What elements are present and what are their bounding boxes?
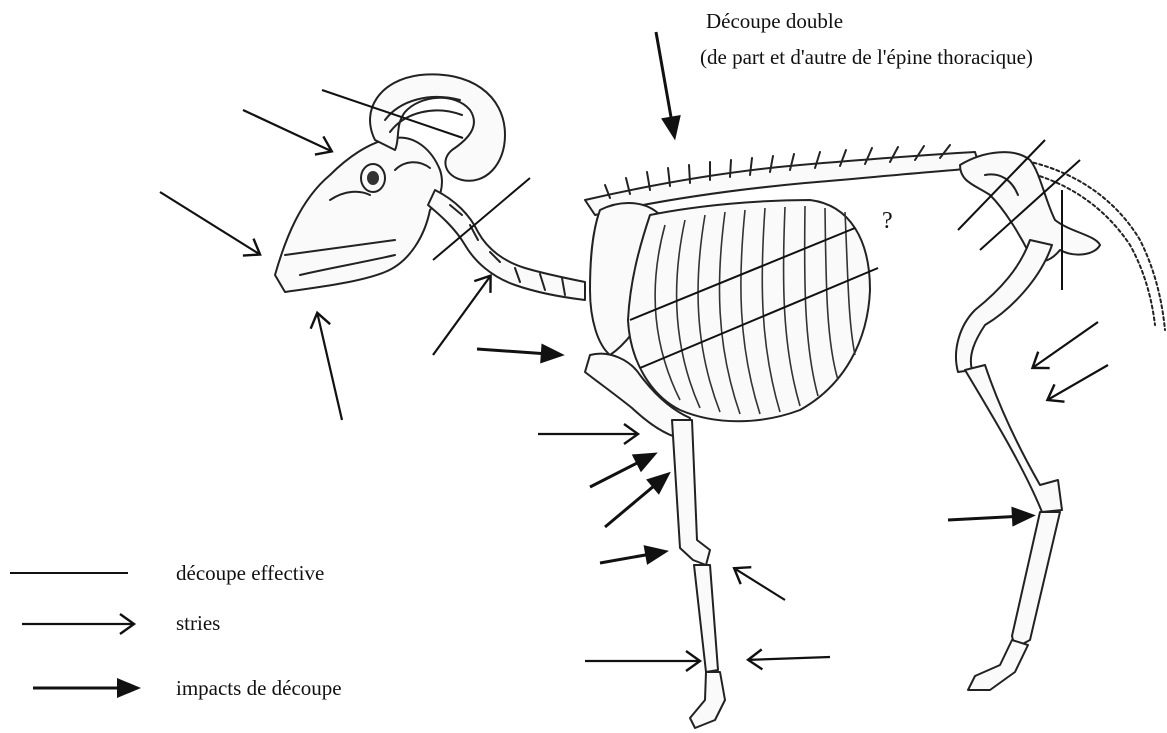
legend-striation-label: stries (176, 611, 220, 635)
cut-impact-arrow (947, 505, 1036, 530)
legend-cut-impact-swatch (33, 678, 141, 698)
striation-arrow (1027, 314, 1104, 376)
striation-arrow (748, 647, 831, 670)
striation-arrow (239, 101, 336, 161)
skull (275, 74, 505, 292)
hind-limb (956, 240, 1062, 690)
striation-arrow (155, 184, 266, 263)
legend-cut-impact-label: impacts de découpe (176, 676, 342, 700)
legend-striation-swatch (22, 614, 134, 634)
double-cut-subtitle: (de part et d'autre de l'épine thoraciqu… (700, 45, 1033, 69)
striation-arrow (585, 651, 700, 671)
legend-effective-cut-label: découpe effective (176, 561, 324, 585)
double-cut-title: Découpe double (706, 9, 843, 33)
cut-impact-arrow (476, 339, 565, 365)
uncertain-mark: ? (882, 208, 893, 234)
striation-arrow (729, 560, 790, 609)
striation-arrow (425, 270, 499, 361)
striation-arrow (538, 424, 638, 444)
cut-impact-arrow (646, 30, 685, 142)
striation-arrow (1042, 356, 1113, 408)
striation-arrow (308, 311, 352, 423)
legend: découpe effective stries impacts de déco… (10, 561, 342, 700)
cut-impact-arrow (598, 541, 670, 573)
cut-impact-arrow (599, 464, 678, 535)
sheep-skeleton (275, 74, 1165, 728)
